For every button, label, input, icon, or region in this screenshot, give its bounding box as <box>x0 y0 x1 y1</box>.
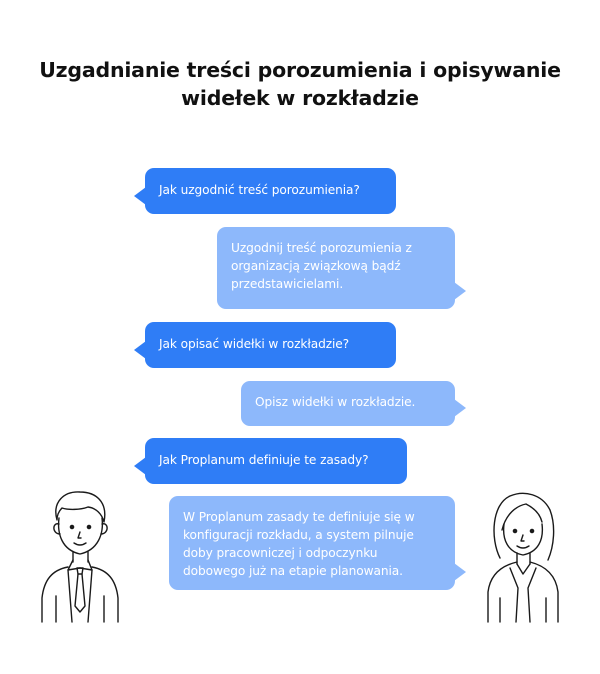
answer-text-line: W Proplanum zasady te definiuje się w <box>183 510 415 524</box>
question-bubble-1: Jak uzgodnić treść porozumienia? <box>134 168 396 214</box>
question-text: Jak Proplanum definiuje te zasady? <box>159 453 369 467</box>
bubble-tail <box>454 399 466 417</box>
woman-icon <box>487 492 559 623</box>
page-title: Uzgadnianie treści porozumienia i opisyw… <box>0 56 600 112</box>
answer-text-line: doby pracowniczej i odpoczynku <box>183 546 378 560</box>
answer-text-line: Uzgodnij treść porozumienia z <box>231 241 412 255</box>
title-line-2: widełek w rozkładzie <box>181 86 419 110</box>
answer-text-line: przedstawicielami. <box>231 277 344 291</box>
answer-bubble-2: Opisz widełki w rozkładzie. <box>241 381 466 426</box>
bubble-tail <box>134 187 146 205</box>
question-text: Jak uzgodnić treść porozumienia? <box>159 183 360 197</box>
bubble-tail <box>454 563 466 581</box>
answer-bubble-1: Uzgodnij treść porozumienia z organizacj… <box>217 227 466 309</box>
answer-text-line: Opisz widełki w rozkładzie. <box>255 395 416 409</box>
answer-text-line: konfiguracji rozkładu, a system pilnuje <box>183 528 414 542</box>
question-text: Jak opisać widełki w rozkładzie? <box>159 337 350 351</box>
bubble-tail <box>134 341 146 359</box>
answer-text-line: dobowego już na etapie planowania. <box>183 564 403 578</box>
title-line-1: Uzgadnianie treści porozumienia i opisyw… <box>39 58 561 82</box>
answer-bubble-3: W Proplanum zasady te definiuje się w ko… <box>169 496 466 590</box>
bubble-tail <box>454 282 466 300</box>
question-bubble-2: Jak opisać widełki w rozkładzie? <box>134 322 396 368</box>
bubble-tail <box>134 457 146 475</box>
man-with-tie-icon <box>41 491 119 623</box>
question-bubble-3: Jak Proplanum definiuje te zasady? <box>134 438 407 484</box>
answer-text-line: organizacją związkową bądź <box>231 259 401 273</box>
